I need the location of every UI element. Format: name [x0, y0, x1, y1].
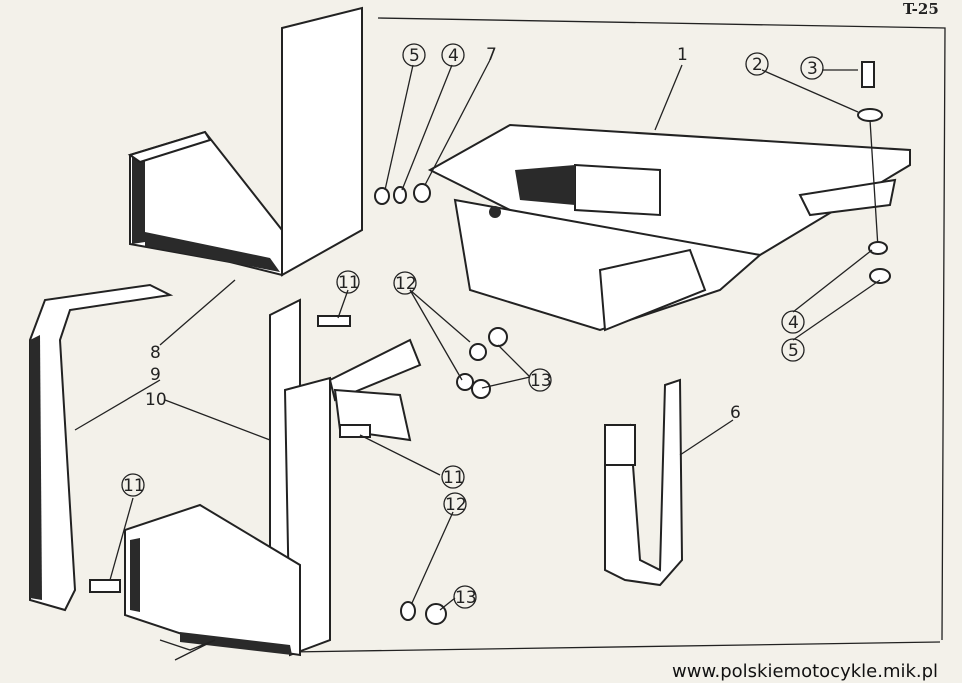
callout-labels: 1 2 3 5 4 7 4 5 6 8 9 10 11 11 11 12 12 … — [121, 43, 824, 609]
page-label: T-25 — [903, 0, 939, 18]
callout-13-top: 13 — [530, 371, 552, 391]
callout-5-right: 5 — [788, 341, 799, 361]
callout-3: 3 — [807, 59, 818, 79]
callout-1: 1 — [677, 45, 688, 65]
callout-4-top: 4 — [448, 46, 459, 66]
leader-lines — [74, 59, 881, 611]
callout-4-right: 4 — [788, 313, 799, 333]
frame-bottom — [289, 641, 941, 653]
frame-line — [377, 17, 946, 641]
watermark-url: www.polskiemotocykle.mik.pl — [672, 661, 938, 682]
battery-cover-bracket — [127, 6, 363, 277]
callout-6: 6 — [730, 403, 741, 423]
rubber-strap — [29, 283, 174, 612]
callout-10: 10 — [145, 390, 167, 410]
callout-12-top: 12 — [395, 274, 417, 294]
callout-12-bottom: 12 — [445, 495, 467, 515]
callout-13-bottom: 13 — [455, 588, 477, 608]
callout-7: 7 — [486, 45, 497, 65]
buckle-strap — [604, 378, 684, 587]
callout-11-left: 11 — [123, 476, 145, 496]
callout-9: 9 — [150, 365, 161, 385]
callout-2: 2 — [752, 55, 763, 75]
callout-5-top: 5 — [409, 46, 420, 66]
callout-11-mid: 11 — [443, 468, 465, 488]
callout-11-top: 11 — [338, 273, 360, 293]
battery-box — [427, 123, 911, 332]
battery-tray — [124, 298, 422, 661]
hardware-parts — [89, 61, 891, 625]
callout-8: 8 — [150, 343, 161, 363]
